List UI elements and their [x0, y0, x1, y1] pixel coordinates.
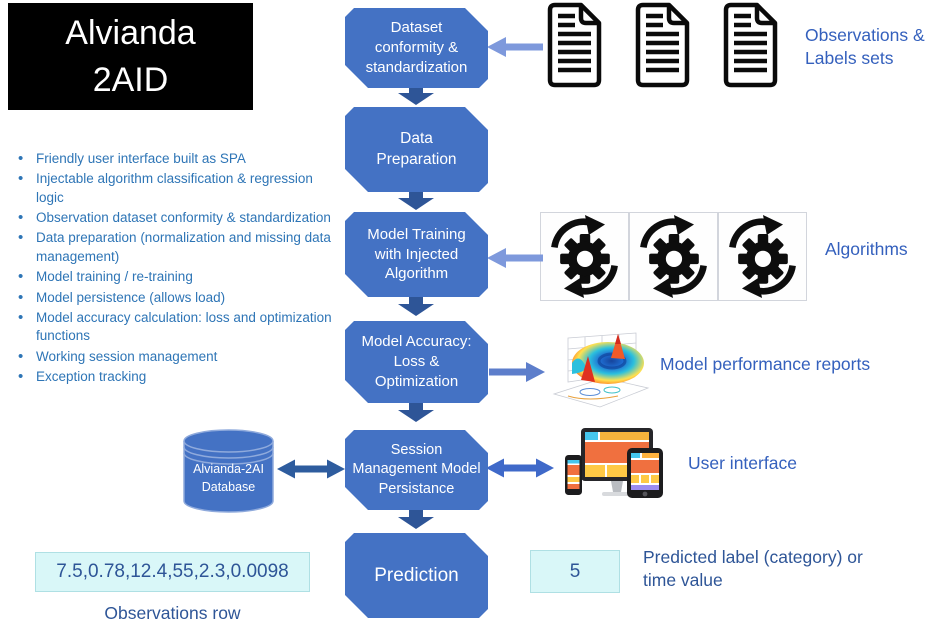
brand-title-box: Alvianda 2AID	[8, 3, 253, 110]
feature-item: Exception tracking	[10, 367, 340, 388]
algorithm-tile	[718, 212, 807, 301]
left-arrow-icon	[487, 36, 543, 58]
user-interface-label: User interface	[688, 453, 797, 473]
predicted-value: 5	[569, 560, 581, 582]
feature-item: Injectable algorithm classification & re…	[10, 169, 340, 207]
document-icon	[721, 2, 779, 88]
database-name-line-2: Database	[201, 480, 256, 495]
feature-item: Observation dataset conformity & standar…	[10, 208, 340, 229]
database-name-line-1: Alvianda-2AI	[193, 462, 264, 476]
gear-refresh-icon	[720, 214, 805, 299]
surface-plot-icon	[548, 330, 652, 414]
double-arrow-icon	[486, 457, 554, 479]
double-arrow-icon	[277, 458, 345, 480]
algorithm-tile	[629, 212, 718, 301]
predicted-label-caption: Predicted label (category) or time value	[643, 547, 863, 591]
feature-item: Friendly user interface built as SPA	[10, 149, 340, 170]
brand-line-1: Alvianda	[65, 13, 196, 52]
observations-sets-label: Observations & Labels sets	[805, 25, 925, 69]
document-icon	[633, 2, 691, 88]
flow-step-label: Dataset conformity & standardization	[365, 19, 468, 76]
flow-step-dataset-conformity: Dataset conformity & standardization	[345, 8, 488, 88]
feature-item: Model persistence (allows load)	[10, 287, 340, 308]
feature-item: Working session management	[10, 347, 340, 368]
feature-item: Data preparation (normalization and miss…	[10, 228, 340, 266]
flow-step-data-preparation: Data Preparation	[345, 107, 488, 192]
flow-step-label: Prediction	[374, 564, 459, 586]
observations-row-value-box: 7.5,0.78,12.4,55,2.3,0.0098	[35, 552, 310, 592]
flow-step-label: Model Training with Injected Algorithm	[367, 225, 466, 283]
database-name: Alvianda-2AI Database	[182, 460, 275, 496]
observations-row-value: 7.5,0.78,12.4,55,2.3,0.0098	[56, 561, 289, 582]
algorithm-tile	[540, 212, 629, 301]
right-arrow-icon	[489, 361, 545, 383]
performance-reports-label: Model performance reports	[660, 354, 871, 374]
predicted-value-box: 5	[530, 550, 620, 593]
algorithms-label: Algorithms	[825, 239, 908, 259]
flow-step-label: Data Preparation	[376, 130, 457, 168]
left-arrow-icon	[487, 247, 543, 269]
gear-refresh-icon	[631, 214, 716, 299]
observations-row-caption: Observations row	[104, 603, 241, 623]
flow-step-model-training: Model Training with Injected Algorithm	[345, 212, 488, 297]
flow-step-prediction: Prediction	[345, 533, 488, 618]
feature-item: Model training / re-training	[10, 267, 340, 288]
feature-item: Model accuracy calculation: loss and opt…	[10, 308, 340, 346]
feature-list: Friendly user interface built as SPA Inj…	[10, 149, 340, 388]
flow-step-label: Model Accuracy: Loss & Optimization	[361, 333, 472, 390]
flow-step-label: Session Management Model Persistance	[352, 442, 481, 497]
document-icon	[545, 2, 603, 88]
responsive-devices-icon	[565, 428, 670, 503]
gear-refresh-icon	[542, 214, 627, 299]
down-arrow-icon	[398, 295, 434, 316]
down-arrow-icon	[398, 189, 434, 210]
flow-step-session-management: Session Management Model Persistance	[345, 430, 488, 510]
down-arrow-icon	[398, 508, 434, 529]
brand-line-2: 2AID	[92, 60, 169, 99]
down-arrow-icon	[398, 401, 434, 422]
flow-step-model-accuracy: Model Accuracy: Loss & Optimization	[345, 321, 488, 403]
